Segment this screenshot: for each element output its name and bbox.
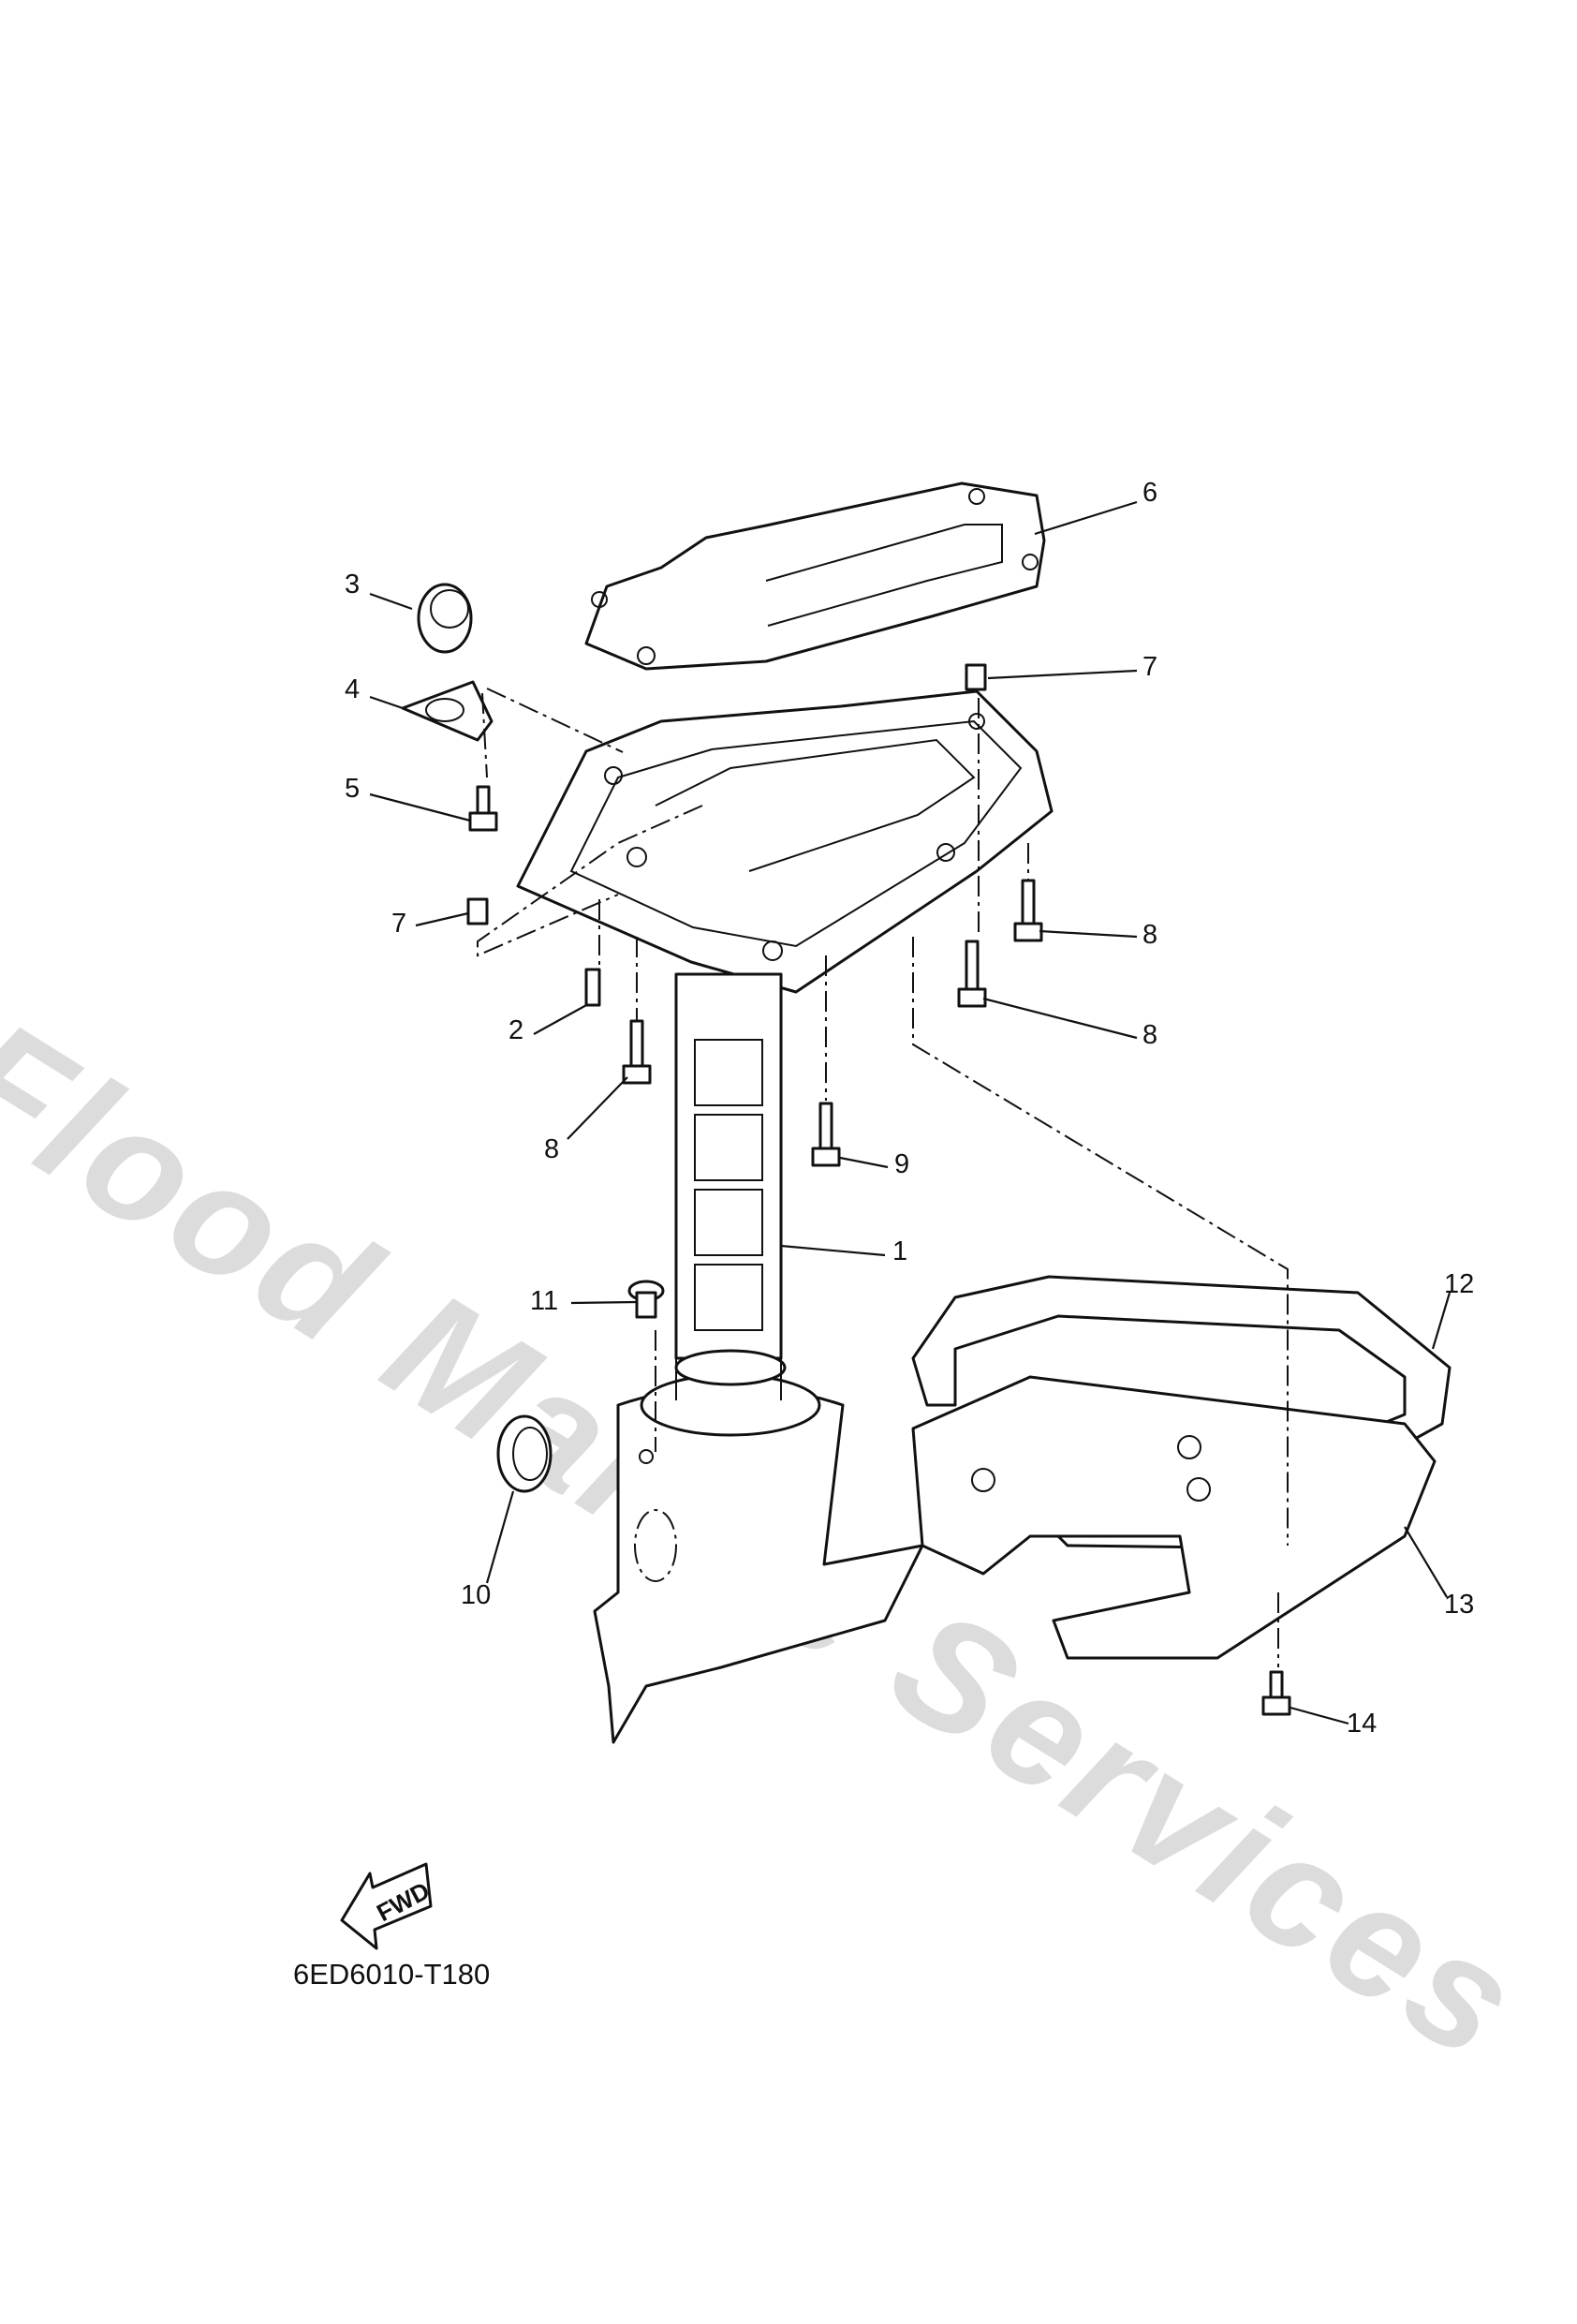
part-1-tube[interactable] <box>674 972 783 1360</box>
callout-3: 3 <box>345 570 361 600</box>
callout-2: 2 <box>508 1015 524 1045</box>
part-7-collar-left[interactable] <box>466 897 489 925</box>
part-8-bolt-right[interactable] <box>1013 879 1043 942</box>
part-2-fitting[interactable] <box>584 968 601 1007</box>
part-8-bolt-left[interactable] <box>622 1019 652 1085</box>
part-4-gasket[interactable] <box>401 680 494 742</box>
part-14-bolt[interactable] <box>1261 1670 1291 1716</box>
diagram-part-code: 6ED6010-T180 <box>293 1958 491 1991</box>
callout-9: 9 <box>894 1149 910 1179</box>
callout-13: 13 <box>1444 1590 1475 1620</box>
callout-8: 8 <box>544 1134 560 1164</box>
leader-lines <box>369 500 1452 1725</box>
part-5-bolt[interactable] <box>468 785 498 832</box>
part-13-anode-plate[interactable] <box>911 1375 1437 1660</box>
part-11-plug[interactable] <box>627 1280 665 1319</box>
part-3-cap[interactable] <box>417 583 473 654</box>
callout-10: 10 <box>461 1580 492 1610</box>
part-8-bolt-middle[interactable] <box>957 940 987 1008</box>
callout-7: 7 <box>391 909 407 939</box>
part-6-gasket[interactable] <box>584 481 1046 671</box>
part-7-collar-top[interactable] <box>965 663 987 691</box>
callout-11: 11 <box>530 1286 559 1316</box>
callout-4: 4 <box>345 674 361 704</box>
callout-12: 12 <box>1444 1269 1475 1299</box>
callout-8: 8 <box>1142 1020 1158 1050</box>
callout-14: 14 <box>1347 1709 1378 1739</box>
lower-casing <box>593 1349 924 1744</box>
callout-8: 8 <box>1142 920 1158 950</box>
callout-7: 7 <box>1142 652 1158 682</box>
callout-6: 6 <box>1142 478 1158 508</box>
part-10-grommet[interactable] <box>496 1414 553 1493</box>
upper-casing-plate <box>516 689 1054 994</box>
part-9-bolt[interactable] <box>811 1102 841 1167</box>
callout-1: 1 <box>892 1236 908 1266</box>
callout-5: 5 <box>345 774 361 804</box>
fwd-arrow-icon <box>340 1862 433 1950</box>
